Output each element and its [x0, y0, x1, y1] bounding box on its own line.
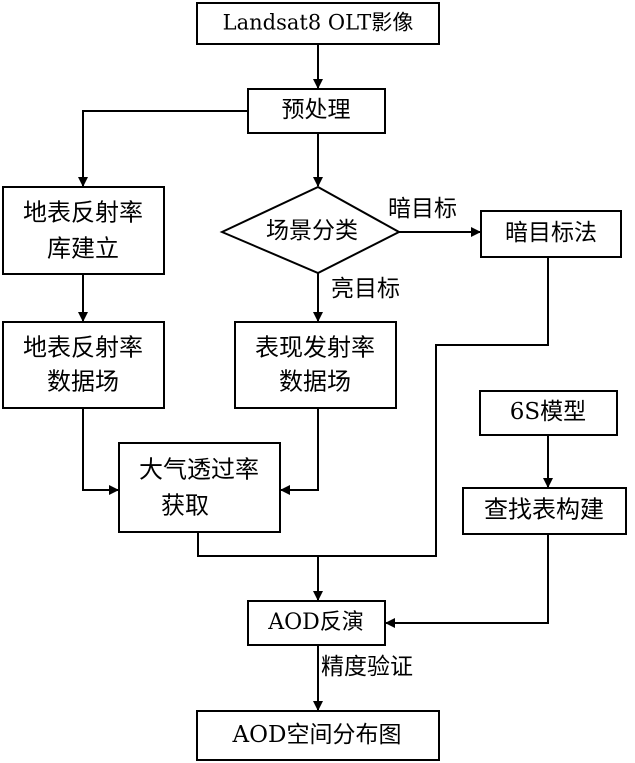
connectors — [78, 44, 553, 711]
node-lookup: 查找表构建 — [462, 487, 627, 535]
edge-label-dark-target: 暗目标 — [388, 196, 457, 222]
node-apparent-field: 表现发射率 数据场 — [234, 321, 397, 409]
edge-preprocess-surface-lib — [78, 110, 248, 187]
node-landsat-label: Landsat8 OLT影像 — [223, 11, 414, 35]
node-6s-model: 6S模型 — [479, 390, 618, 436]
node-scene-label: 场景分类 — [266, 218, 358, 244]
node-transmittance-line2: 获取 — [161, 492, 209, 520]
node-preprocess: 预处理 — [247, 88, 386, 134]
node-surface-lib-line2: 库建立 — [47, 235, 119, 263]
node-surface-lib: 地表反射率 库建立 — [2, 186, 165, 275]
node-scene: 场景分类 — [219, 185, 402, 275]
edge-label-validation: 精度验证 — [321, 654, 413, 680]
edge-apparent-transmittance — [280, 408, 319, 495]
node-transmittance: 大气透过率 获取 — [118, 442, 281, 533]
node-dark-method: 暗目标法 — [480, 210, 622, 258]
edge-surface-field-transmittance — [82, 408, 119, 495]
node-surface-field: 地表反射率 数据场 — [2, 321, 165, 409]
node-surface-lib-line1: 地表反射率 — [23, 199, 143, 227]
node-aod-inversion-label: AOD反演 — [267, 610, 364, 635]
node-apparent-field-line1: 表现发射率 — [255, 334, 375, 362]
node-preprocess-label: 预处理 — [282, 97, 351, 123]
edge-transmittance-aod — [197, 532, 323, 601]
node-surface-field-line2: 数据场 — [47, 368, 119, 396]
node-aod-map-label: AOD空间分布图 — [232, 722, 402, 748]
node-apparent-field-line2: 数据场 — [279, 368, 351, 396]
edge-lookup-aod — [385, 534, 549, 628]
edge-label-bright-target: 亮目标 — [331, 276, 400, 302]
node-dark-method-label: 暗目标法 — [505, 220, 597, 246]
edge-dark-aod — [318, 257, 549, 557]
node-lookup-label: 查找表构建 — [484, 496, 604, 524]
node-aod-map: AOD空间分布图 — [196, 710, 440, 761]
node-6s-model-label: 6S模型 — [510, 399, 586, 425]
node-surface-field-line1: 地表反射率 — [23, 334, 143, 362]
node-transmittance-line1: 大气透过率 — [139, 456, 259, 484]
node-landsat: Landsat8 OLT影像 — [196, 2, 440, 45]
node-aod-inversion: AOD反演 — [247, 600, 386, 646]
